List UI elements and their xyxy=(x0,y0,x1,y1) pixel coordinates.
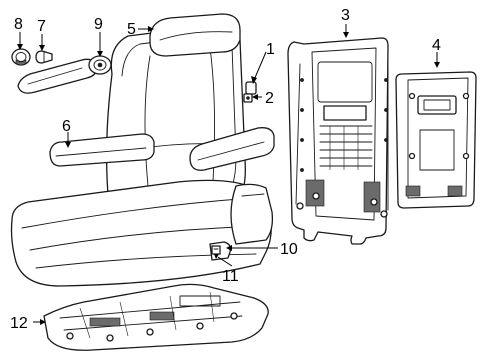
part-4-back-panel xyxy=(395,71,477,209)
part-6-left-armrest xyxy=(49,133,155,167)
callout-7: 7 xyxy=(37,18,46,35)
callout-4: 4 xyxy=(432,37,441,54)
callout-1: 1 xyxy=(266,41,275,58)
part-7-pin xyxy=(35,50,53,64)
callout-5: 5 xyxy=(127,21,136,38)
part-3-back-frame xyxy=(287,37,389,245)
callout-labels: 8 7 9 5 3 4 1 2 6 10 11 12 xyxy=(10,7,441,332)
seat-cushion xyxy=(10,179,272,287)
callout-10: 10 xyxy=(280,241,298,258)
leader-lines xyxy=(17,24,440,325)
part-12-seat-pan xyxy=(43,283,269,351)
callout-8: 8 xyxy=(14,16,23,33)
headrest xyxy=(149,13,241,57)
part-8-knob xyxy=(11,48,31,66)
seat-assembly xyxy=(10,13,275,287)
right-armrest xyxy=(189,127,275,171)
part-9-handle xyxy=(17,55,112,94)
callout-9: 9 xyxy=(94,16,103,33)
callout-11: 11 xyxy=(222,268,239,285)
callout-2: 2 xyxy=(265,90,274,107)
callout-12: 12 xyxy=(10,315,28,332)
callout-3: 3 xyxy=(341,7,350,24)
callout-6: 6 xyxy=(62,118,71,135)
part-11-clip xyxy=(211,245,221,255)
